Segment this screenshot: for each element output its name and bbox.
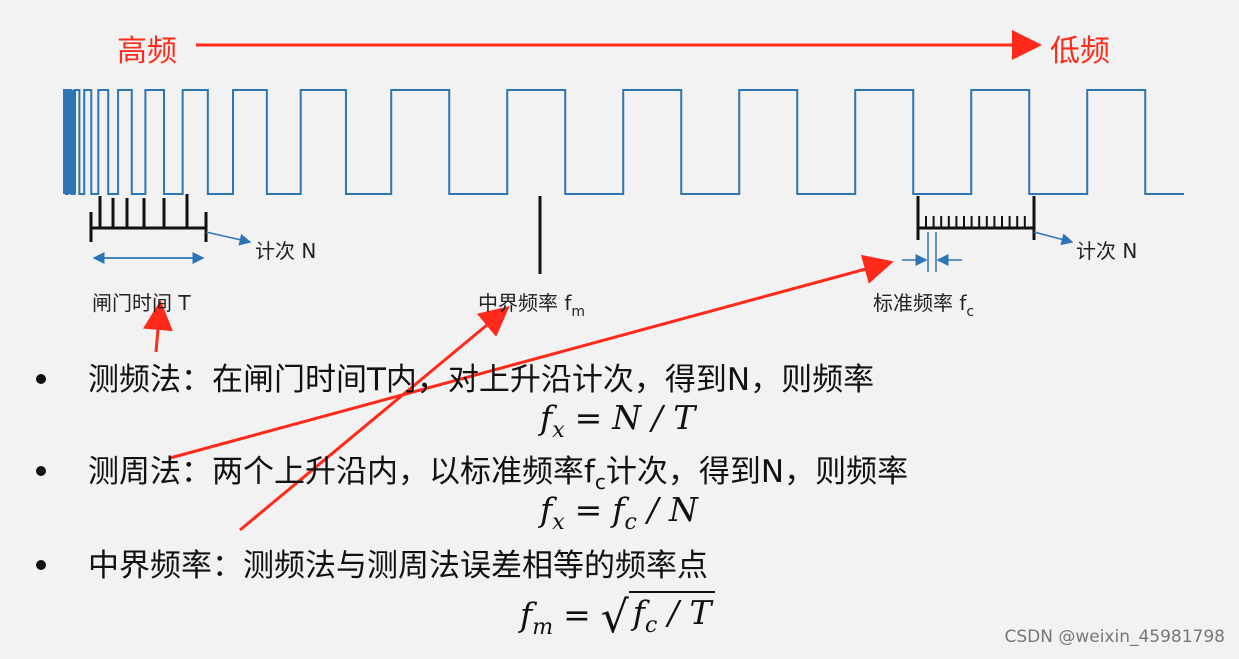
formula-equals: = bbox=[574, 490, 603, 529]
formula-period-method: fx=fc / N bbox=[540, 490, 698, 535]
formula-lhs-sub: m bbox=[532, 615, 554, 640]
formula-lhs: f bbox=[540, 490, 553, 529]
dense-wave-start bbox=[64, 90, 76, 194]
gate-time-label: 闸门时间 T bbox=[92, 291, 191, 315]
formula-lhs-sub: x bbox=[552, 418, 565, 443]
bullet-text: 测周法：两个上升沿内，以标准频率f bbox=[88, 454, 595, 490]
bullet-text-tail: 计次，得到N，则频率 bbox=[605, 454, 909, 490]
watermark: CSDN @weixin_45981798 bbox=[1004, 627, 1225, 647]
bullet-text: 中界频率：测频法与测周法误差相等的频率点 bbox=[88, 548, 708, 584]
gate-count-pointer bbox=[205, 231, 252, 246]
formula-rhs-sub: c bbox=[624, 510, 637, 535]
bullet-dot bbox=[36, 559, 46, 570]
bullet-text: 测频法：在闸门时间T内，对上升沿计次，得到N，则频率 bbox=[88, 362, 875, 398]
square-root: √fc / T bbox=[601, 586, 716, 643]
standard-frequency-subscript: c bbox=[966, 304, 975, 320]
count-n-label-left: 计次 N bbox=[255, 239, 317, 263]
radicand-tail: / T bbox=[657, 593, 712, 632]
formula-frequency-method: fx =N / T bbox=[540, 398, 695, 443]
formula-mid-frequency: fm=√fc / T bbox=[520, 586, 716, 643]
bullet-mid-frequency: 中界频率：测频法与测周法误差相等的频率点 bbox=[36, 540, 708, 585]
chirp-square-wave bbox=[63, 89, 1184, 195]
formula-lhs: f bbox=[520, 595, 533, 634]
standard-period-dimension bbox=[902, 232, 962, 272]
standard-frequency-text: 标准频率 f bbox=[873, 291, 967, 315]
bullet-frequency-method: 测频法：在闸门时间T内，对上升沿计次，得到N，则频率 bbox=[36, 354, 874, 399]
bullet-subscript: c bbox=[594, 470, 606, 494]
gate-time-marker bbox=[89, 194, 208, 242]
bullet-dot bbox=[36, 465, 46, 476]
count-n-label-right: 计次 N bbox=[1076, 239, 1138, 263]
radicand: f bbox=[632, 593, 646, 632]
standard-frequency-label: 标准频率 fc bbox=[873, 287, 974, 320]
standard-frequency-arrow bbox=[169, 254, 894, 460]
gate-time-arrow bbox=[142, 300, 173, 353]
formula-lhs-sub: x bbox=[552, 510, 565, 535]
mid-frequency-label: 中界频率 fm bbox=[478, 287, 585, 320]
formula-equals: = bbox=[563, 595, 591, 634]
high-frequency-label: 高频 bbox=[117, 34, 177, 69]
mid-frequency-text: 中界频率 f bbox=[478, 291, 572, 315]
standard-count-pointer bbox=[1033, 231, 1074, 246]
bullet-dot bbox=[36, 373, 46, 384]
mid-frequency-subscript: m bbox=[571, 304, 586, 320]
formula-rhs: f bbox=[612, 490, 625, 529]
mid-frequency-arrow bbox=[239, 306, 510, 532]
radicand-sub: c bbox=[645, 613, 658, 638]
formula-equals: = bbox=[574, 398, 603, 437]
formula-rhs-tail: / N bbox=[636, 490, 698, 529]
formula-lhs: f bbox=[540, 398, 553, 437]
standard-count-ticks bbox=[925, 216, 1026, 228]
low-frequency-label: 低频 bbox=[1050, 34, 1110, 69]
formula-rhs: N / T bbox=[612, 398, 696, 437]
bullet-period-method: 测周法：两个上升沿内，以标准频率fc计次，得到N，则频率 bbox=[36, 446, 908, 494]
